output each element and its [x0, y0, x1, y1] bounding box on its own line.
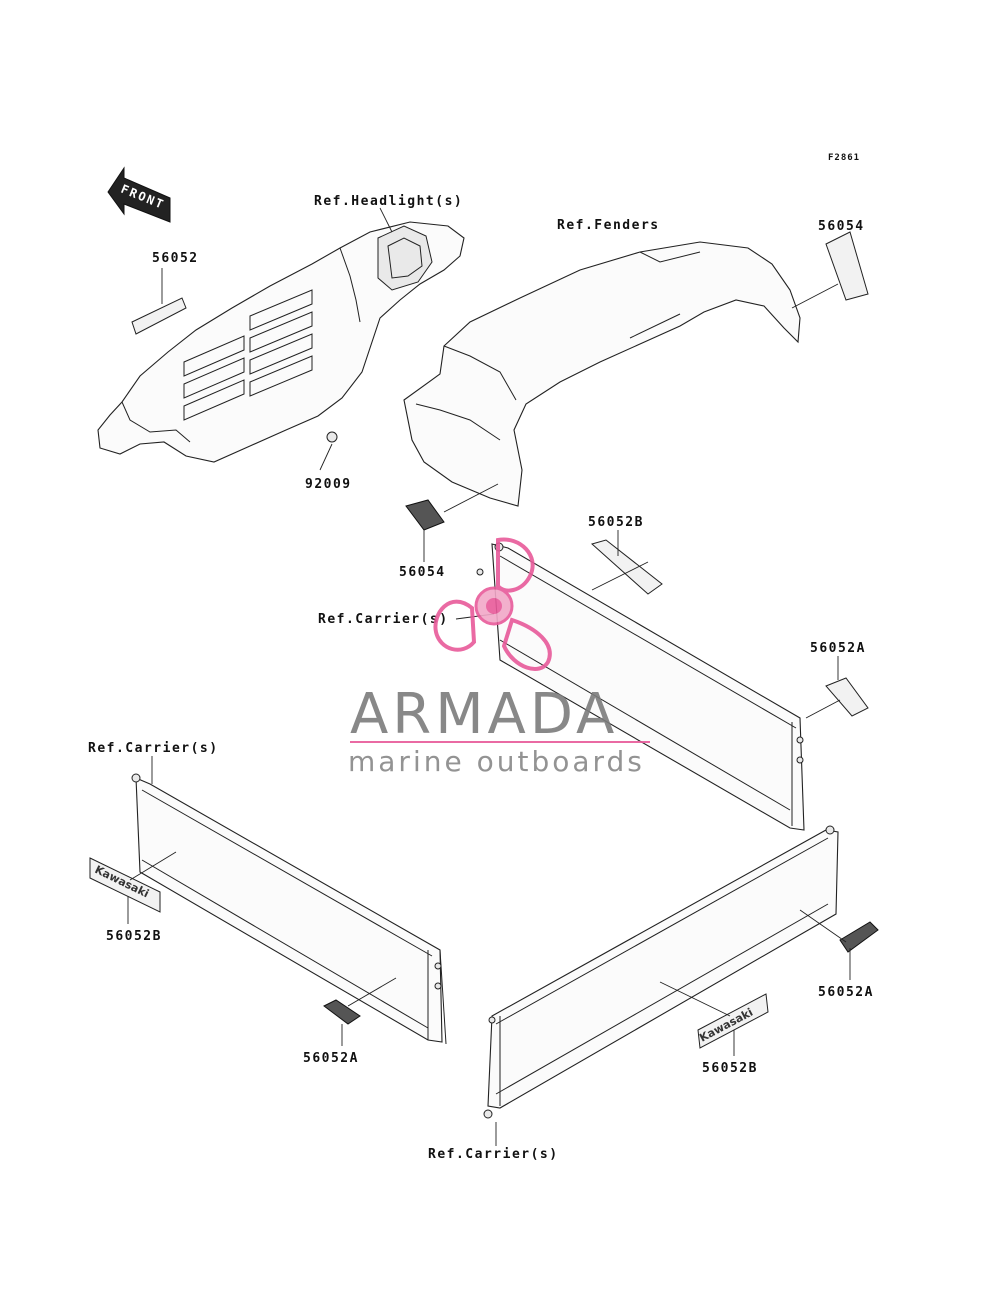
part-number-56052B-top: 56052B: [588, 515, 644, 530]
part-number-56052A-bottom-right: 56052A: [818, 985, 874, 1000]
screw-icon: [326, 431, 338, 443]
decal-56052B-top: [590, 530, 663, 595]
carrier-panel-right: [476, 542, 805, 831]
part-number-56052A-left: 56052A: [303, 1051, 359, 1066]
bolt-icon: [131, 773, 141, 783]
bolt-icon: [796, 736, 804, 744]
decal-56052-grille: [131, 268, 187, 335]
carrier-panel-bottom: [483, 825, 839, 1119]
front-arrow-icon: FRONT: [107, 166, 171, 223]
ref-fenders-label: Ref.Fenders: [557, 218, 660, 233]
armada-watermark: ARMADA marine outboards: [348, 537, 650, 778]
part-number-92009: 92009: [305, 477, 352, 492]
decal-56052A-right: [805, 656, 869, 719]
part-number-56054-center: 56054: [399, 565, 446, 580]
bolt-icon: [483, 1109, 493, 1119]
grille-slats: [183, 289, 313, 421]
bolt-icon: [434, 962, 442, 970]
bolt-icon: [434, 982, 442, 990]
propeller-logo-icon: [433, 537, 552, 671]
part-number-56052B-bottom: 56052B: [702, 1061, 758, 1076]
decal-56052A-left: [323, 977, 397, 1046]
decal-56054-badge: [405, 483, 499, 562]
decal-brand-bottom: Kawasaki: [697, 1006, 755, 1045]
decal-56052A-bottom-right: [799, 909, 879, 980]
bolt-icon: [476, 568, 484, 576]
front-cover-part: [97, 221, 465, 463]
fender-part: [403, 241, 801, 507]
figure-code: F2861: [828, 153, 860, 163]
part-number-56052A-right: 56052A: [810, 641, 866, 656]
part-number-56052-grille: 56052: [152, 251, 199, 266]
part-number-56052B-left: 56052B: [106, 929, 162, 944]
part-number-56054-right: 56054: [818, 219, 865, 234]
ref-carrier-label-top: Ref.Carrier(s): [318, 612, 449, 627]
ref-carrier-label-bottom: Ref.Carrier(s): [428, 1147, 559, 1162]
decal-56054-fender: [791, 231, 869, 309]
carrier-panel-left: [131, 773, 447, 1045]
ref-carrier-label-left: Ref.Carrier(s): [88, 741, 219, 756]
ref-headlight-label: Ref.Headlight(s): [314, 194, 463, 209]
watermark-title: ARMADA: [350, 682, 618, 747]
bolt-icon: [825, 825, 835, 835]
bolt-icon: [488, 1016, 496, 1024]
bolt-icon: [796, 756, 804, 764]
watermark-subtitle: marine outboards: [348, 745, 645, 778]
